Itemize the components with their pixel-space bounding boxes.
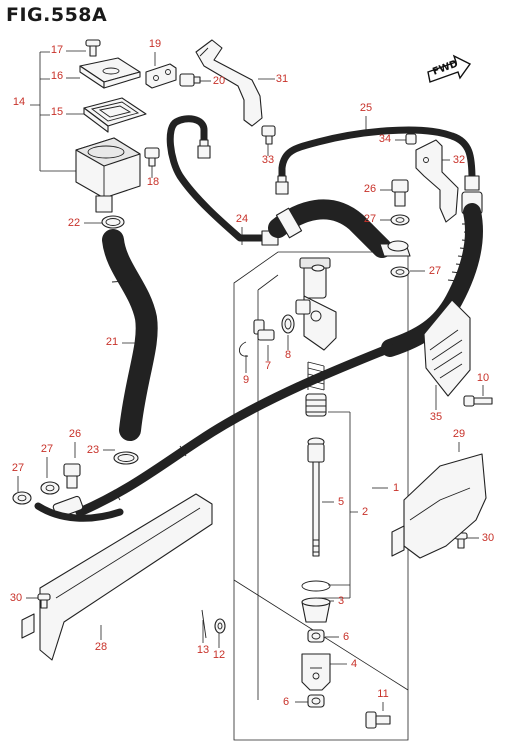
- nut-6b: [307, 694, 325, 708]
- bracket-19: [145, 63, 177, 89]
- bolt-20: [179, 73, 201, 87]
- callout-c18: 18: [147, 176, 159, 188]
- callout-c31: 31: [276, 73, 288, 85]
- callout-c35: 35: [430, 411, 442, 423]
- hose-clamp-22: [101, 215, 125, 229]
- hose-clamp-23: [113, 451, 139, 465]
- push-rod-5: [307, 437, 325, 557]
- callout-c24: 24: [236, 213, 248, 225]
- callout-c25: 25: [360, 102, 372, 114]
- support-arm-31: [195, 39, 263, 127]
- callout-c19: 19: [149, 38, 161, 50]
- washer-27b: [390, 266, 410, 278]
- washer-27d: [12, 491, 32, 505]
- clevis-pin-11: [365, 711, 391, 729]
- figure-title: FIG.558A: [6, 4, 108, 26]
- washer-27a: [390, 214, 410, 226]
- callout-c7: 7: [265, 360, 271, 372]
- cotter-pin-13: [201, 609, 207, 639]
- reservoir-body: [75, 137, 141, 213]
- callout-c17: 17: [51, 44, 63, 56]
- banjo-bolt-26a: [391, 179, 409, 207]
- washer-27c: [40, 481, 60, 495]
- callout-c14: 14: [13, 96, 25, 108]
- callout-c27c: 27: [41, 443, 53, 455]
- callout-c8: 8: [285, 349, 291, 361]
- banjo-fitting: [379, 240, 411, 257]
- callout-c27a: 27: [364, 213, 376, 225]
- callout-c3: 3: [338, 595, 344, 607]
- bolt-34: [405, 133, 417, 145]
- callout-c11: 11: [377, 688, 388, 700]
- callout-c22: 22: [68, 217, 80, 229]
- callout-c2: 2: [362, 506, 368, 518]
- callout-c27d: 27: [12, 462, 24, 474]
- bracket-32: [415, 139, 459, 223]
- brake-hose-right: [381, 203, 483, 357]
- boot: [301, 597, 331, 623]
- return-spring: [307, 361, 325, 391]
- reservoir-hose-21: [102, 229, 158, 441]
- callout-c29: 29: [453, 428, 465, 440]
- callout-c5: 5: [338, 496, 344, 508]
- callout-c26a: 26: [364, 183, 376, 195]
- fwd-arrow-icon: FWD: [427, 54, 472, 83]
- washer-12: [214, 618, 226, 634]
- clevis-4: [301, 653, 331, 691]
- callout-c28: 28: [95, 641, 107, 653]
- callout-c30b: 30: [10, 592, 22, 604]
- callout-c27b: 27: [429, 265, 441, 277]
- circlip-3: [301, 580, 331, 592]
- nut-6a: [307, 629, 325, 643]
- fitting-7: [253, 319, 275, 341]
- callout-c4: 4: [351, 658, 357, 670]
- protector-35: [423, 299, 471, 397]
- callout-c10: 10: [477, 372, 489, 384]
- diaphragm-15: [83, 97, 147, 133]
- brake-pipe-24: [166, 115, 279, 246]
- callout-c21: 21: [106, 336, 118, 348]
- callout-c15: 15: [51, 106, 63, 118]
- piston: [305, 393, 327, 417]
- bolt-10: [463, 395, 493, 407]
- brake-hose-long: [75, 343, 395, 517]
- callout-c1: 1: [393, 482, 399, 494]
- master-cylinder-body: [295, 257, 337, 351]
- o-ring-8: [281, 314, 295, 334]
- bolt-18: [144, 147, 160, 167]
- callout-c30a: 30: [482, 532, 494, 544]
- hose-guard-28: [21, 493, 213, 661]
- banjo-bolt-26b: [63, 463, 81, 489]
- reservoir-cap: [79, 57, 141, 89]
- callout-c23: 23: [87, 444, 99, 456]
- screw-30b: [37, 593, 51, 609]
- callout-c6b: 6: [283, 696, 289, 708]
- callout-c12: 12: [213, 649, 225, 661]
- callout-c32: 32: [453, 154, 465, 166]
- callout-c33: 33: [262, 154, 274, 166]
- callout-c16: 16: [51, 70, 63, 82]
- callout-c34: 34: [379, 133, 391, 145]
- junction-hose: [268, 199, 392, 258]
- hose-end-fitting: [34, 495, 124, 522]
- bolt-33: [261, 125, 276, 145]
- clip-9: [239, 341, 249, 357]
- callout-c6a: 6: [343, 631, 349, 643]
- callout-c20: 20: [213, 75, 225, 87]
- callout-c13: 13: [197, 644, 209, 656]
- cover-29: [391, 453, 487, 559]
- callout-c26b: 26: [69, 428, 81, 440]
- callout-c9: 9: [243, 374, 249, 386]
- screw-17: [85, 39, 101, 57]
